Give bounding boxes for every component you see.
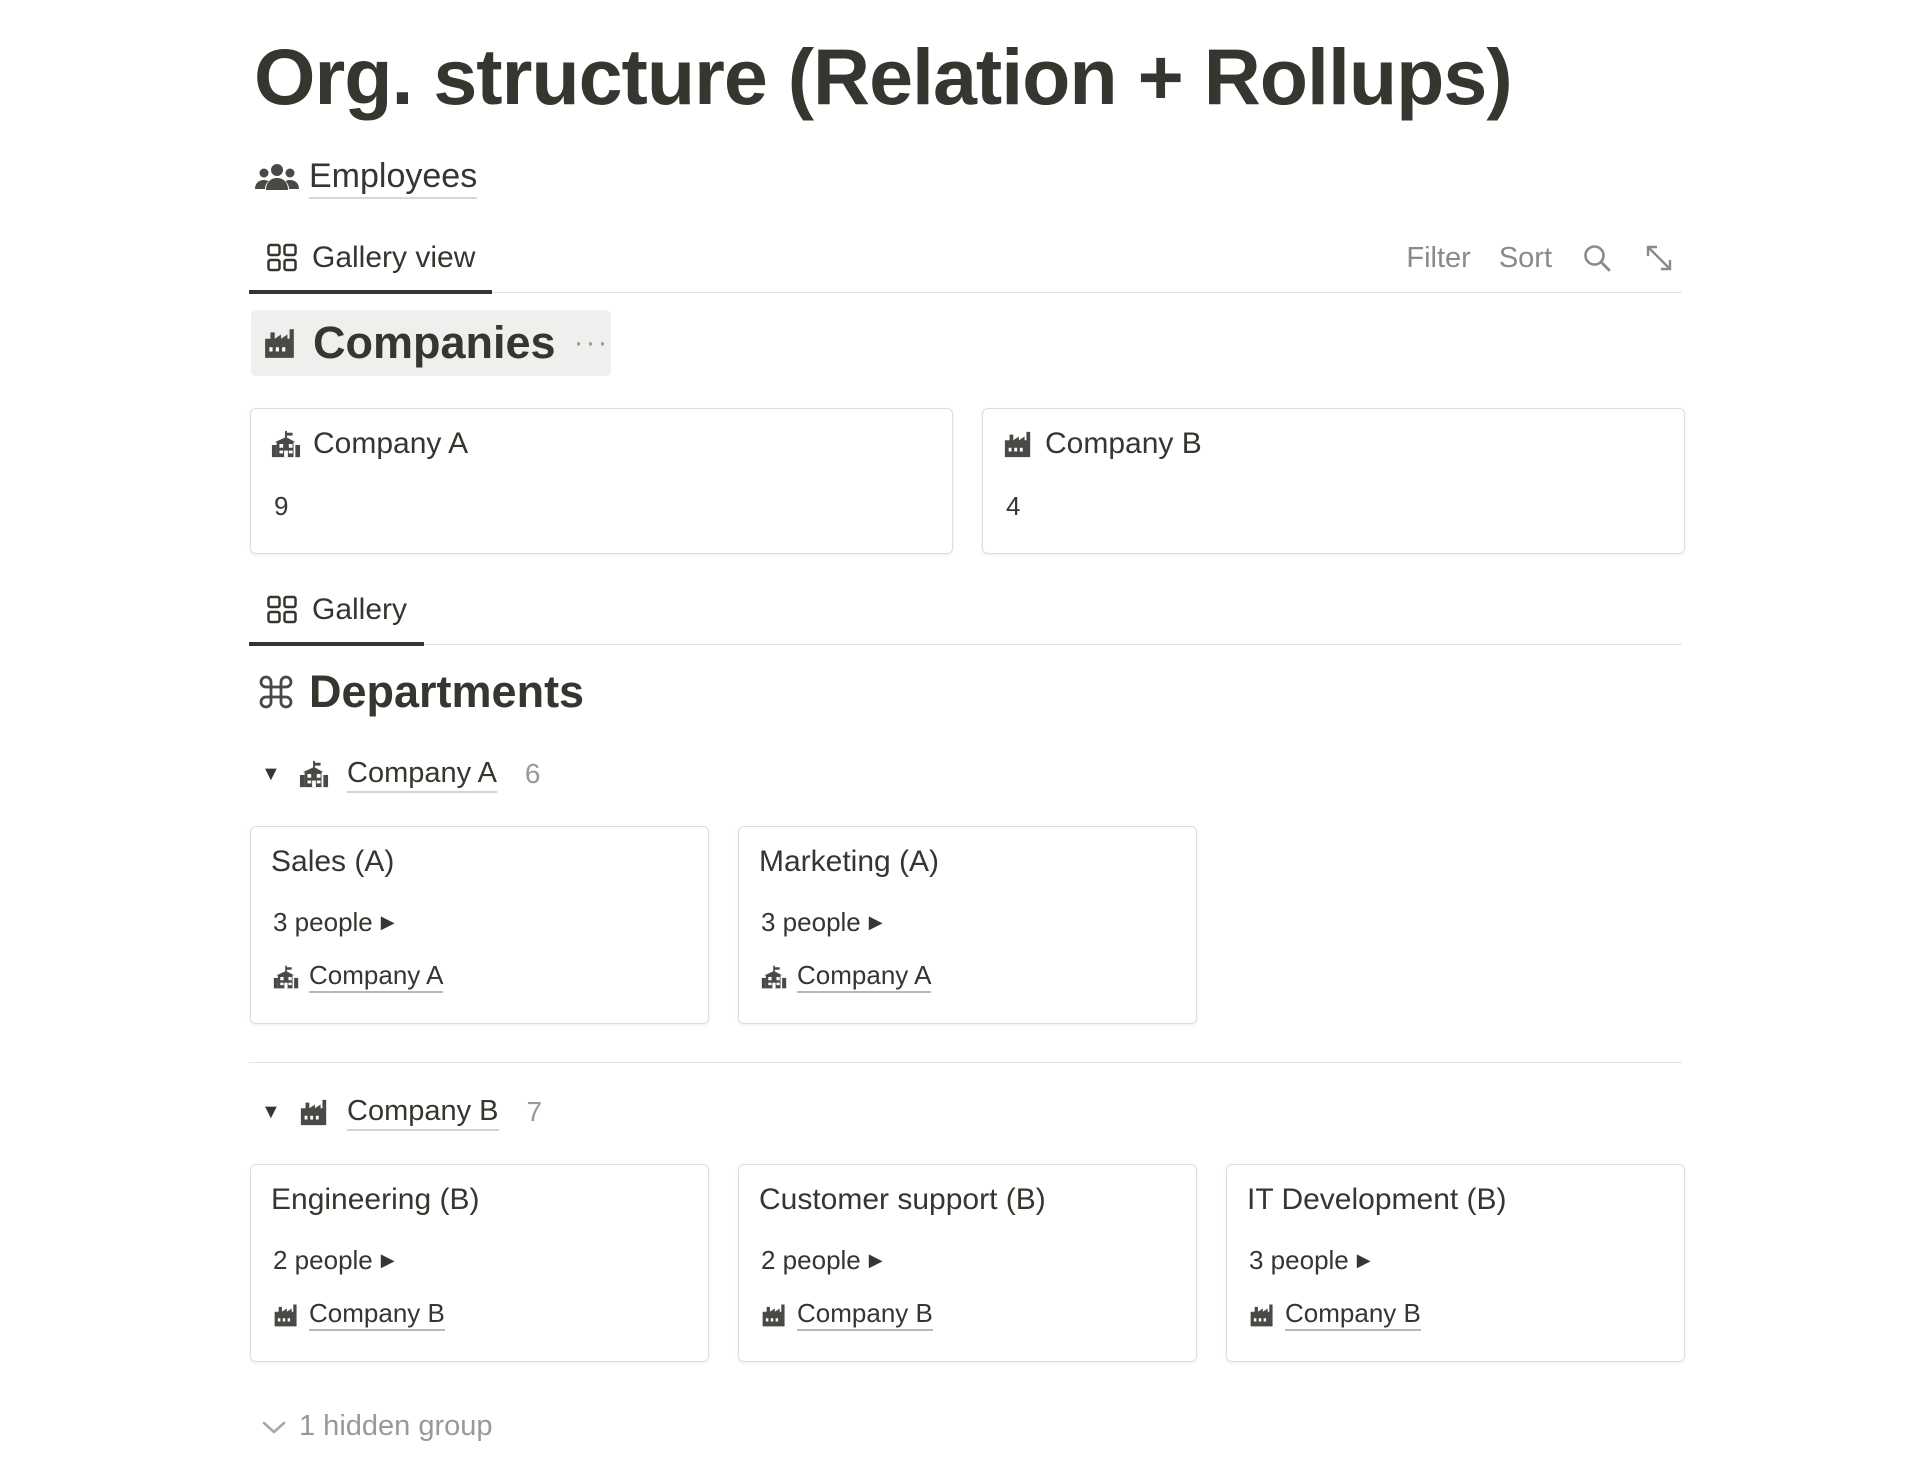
gallery-icon [266, 595, 300, 625]
card-title: Customer support (B) [759, 1183, 1046, 1216]
employees-link[interactable]: Employees [255, 156, 478, 199]
companies-db-title[interactable]: Companies ··· [251, 310, 611, 376]
relation-label: Company B [797, 1298, 933, 1331]
company-card[interactable]: Company B 4 [982, 408, 1685, 554]
company-relation[interactable]: Company B [761, 1298, 933, 1331]
card-title: Company B [1003, 427, 1202, 461]
people-count: 3 people [1249, 1245, 1349, 1275]
department-card[interactable]: Customer support (B) 2 people ▶ Company … [738, 1164, 1197, 1362]
factory-icon [1249, 1302, 1275, 1328]
group-name[interactable]: Company A [347, 756, 497, 793]
company-card[interactable]: Company A 9 [250, 408, 953, 554]
rollup-value: 9 [274, 491, 289, 521]
relation-label: Company B [1285, 1298, 1421, 1331]
hidden-group-toggle[interactable]: 1 hidden group [261, 1410, 493, 1443]
department-card[interactable]: IT Development (B) 3 people ▶ Company B [1226, 1164, 1685, 1362]
expand-triangle-icon: ▶ [380, 912, 395, 932]
expand-triangle-icon: ▶ [1356, 1250, 1371, 1270]
group-toggle[interactable]: ▼ [261, 1100, 281, 1123]
people-rollup[interactable]: 3 people ▶ [273, 907, 395, 938]
expand-icon[interactable] [1642, 241, 1676, 275]
card-title: IT Development (B) [1247, 1183, 1507, 1216]
people-rollup[interactable]: 3 people ▶ [1249, 1245, 1371, 1276]
people-count: 3 people [761, 907, 861, 937]
tab-gallery[interactable]: Gallery [249, 578, 425, 646]
people-count: 3 people [273, 907, 373, 937]
expand-triangle-icon: ▶ [868, 912, 883, 932]
school-building-icon [273, 964, 299, 990]
chevron-down-icon [261, 1417, 287, 1437]
card-title: Marketing (A) [759, 845, 940, 878]
department-card[interactable]: Engineering (B) 2 people ▶ Company B [250, 1164, 709, 1362]
departments-db-title[interactable]: Departments [259, 666, 584, 718]
group-count: 7 [526, 1096, 543, 1128]
tab-gallery-view[interactable]: Gallery view [249, 226, 493, 294]
people-rollup[interactable]: 2 people ▶ [761, 1245, 883, 1276]
card-title: Company A [271, 427, 468, 461]
relation-label: Company A [309, 960, 444, 993]
factory-icon [761, 1302, 787, 1328]
company-relation[interactable]: Company A [273, 960, 444, 993]
group-header-company-a: ▼ Company A 6 [261, 756, 541, 793]
company-relation[interactable]: Company B [1249, 1298, 1421, 1331]
company-relation[interactable]: Company A [761, 960, 932, 993]
search-icon[interactable] [1580, 241, 1614, 275]
card-title-text: Company B [1045, 427, 1202, 460]
card-title-text: Company A [313, 427, 469, 460]
people-rollup[interactable]: 3 people ▶ [761, 907, 883, 938]
card-title: Sales (A) [271, 845, 395, 878]
group-name[interactable]: Company B [347, 1094, 499, 1131]
departments-title: Departments [309, 666, 585, 717]
group-toggle[interactable]: ▼ [261, 762, 281, 785]
card-title: Engineering (B) [271, 1183, 480, 1216]
factory-icon [263, 326, 297, 360]
rollup-value: 4 [1006, 491, 1021, 521]
gallery-icon [266, 243, 300, 273]
filter-button[interactable]: Filter [1406, 241, 1471, 274]
factory-icon [1003, 429, 1033, 459]
department-card[interactable]: Marketing (A) 3 people ▶ Company A [738, 826, 1197, 1024]
employees-link-label: Employees [309, 156, 478, 199]
people-count: 2 people [273, 1245, 373, 1275]
company-relation[interactable]: Company B [273, 1298, 445, 1331]
people-count: 2 people [761, 1245, 861, 1275]
expand-triangle-icon: ▶ [380, 1250, 395, 1270]
department-card[interactable]: Sales (A) 3 people ▶ Company A [250, 826, 709, 1024]
group-divider [249, 1062, 1682, 1063]
page-title: Org. structure (Relation + Rollups) [254, 32, 1513, 121]
view-tools: Filter Sort [1406, 226, 1682, 290]
school-building-icon [299, 759, 329, 789]
tab-gallery-view-label: Gallery view [312, 241, 476, 274]
sort-button[interactable]: Sort [1498, 241, 1552, 274]
relation-label: Company B [309, 1298, 445, 1331]
people-icon [255, 161, 299, 193]
hidden-group-label: 1 hidden group [299, 1410, 493, 1442]
more-options-icon[interactable]: ··· [573, 326, 610, 359]
factory-icon [273, 1302, 299, 1328]
school-building-icon [761, 964, 787, 990]
companies-view-bar: Gallery view Filter Sort [249, 226, 1682, 294]
departments-view-bar: Gallery [249, 578, 1682, 646]
group-count: 6 [524, 758, 541, 790]
companies-title: Companies [313, 317, 556, 368]
tab-gallery-label: Gallery [312, 593, 408, 626]
expand-triangle-icon: ▶ [868, 1250, 883, 1270]
group-header-company-b: ▼ Company B 7 [261, 1094, 542, 1131]
people-rollup[interactable]: 2 people ▶ [273, 1245, 395, 1276]
relation-label: Company A [797, 960, 932, 993]
school-building-icon [271, 429, 301, 459]
factory-icon [299, 1097, 329, 1127]
command-icon [259, 675, 293, 709]
